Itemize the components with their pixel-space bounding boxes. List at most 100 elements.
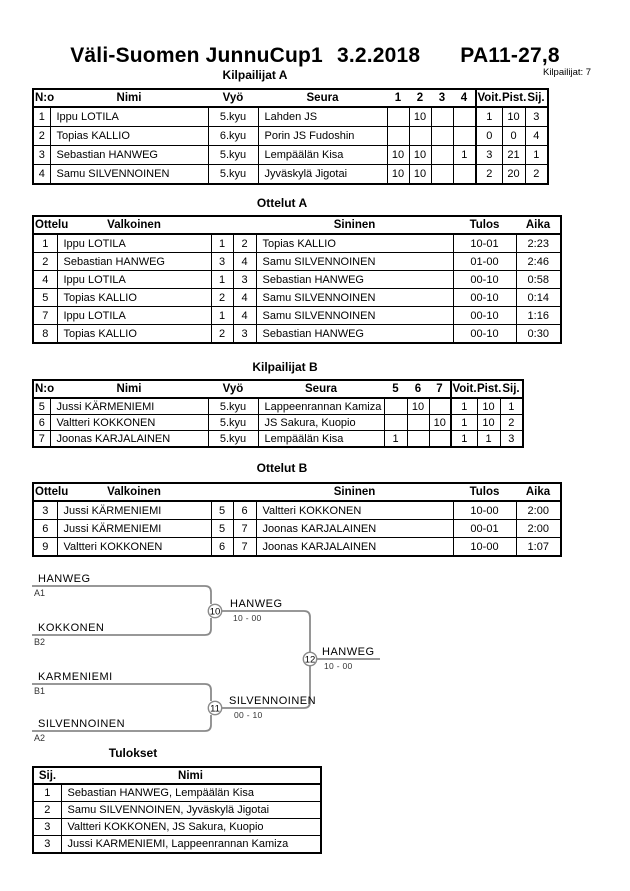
cell-r5 [383, 397, 408, 415]
cell-belt: 5.kyu [207, 106, 259, 127]
cell-match: 6 [32, 519, 58, 538]
col-header-name: Nimi [50, 88, 208, 108]
matches-b-table: Ottelu Valkoinen Sininen Tulos Aika 3 Ju… [32, 482, 562, 557]
cell-r4: 1 [452, 145, 477, 165]
cell-white: Ippu LOTILA [56, 233, 212, 253]
cell-result: 00-10 [452, 324, 517, 344]
cell-wins: 1 [475, 106, 503, 127]
cell-name: Valtteri KOKKONEN [49, 414, 209, 431]
cell-match: 1 [32, 233, 58, 253]
cell-r4 [452, 164, 477, 185]
cell-bn: 4 [232, 288, 257, 307]
cell-r2 [408, 126, 432, 146]
match-number: 12 [305, 655, 316, 666]
cell-r1: 10 [386, 145, 410, 165]
cell-white: Topias KALLIO [56, 324, 212, 344]
cell-no: 3 [32, 145, 51, 165]
cell-r3 [430, 106, 454, 127]
cell-place: 1 [524, 145, 549, 165]
cell-place: 1 [499, 397, 524, 415]
cell-match: 8 [32, 324, 58, 344]
bracket-line-sf2-bottom [32, 715, 212, 732]
bracket-winner: HANWEG [230, 598, 283, 610]
cell-points: 20 [501, 164, 526, 185]
col-header-bn [233, 482, 256, 502]
results-table: Sij. Nimi 1 Sebastian HANWEG, Lempäälän … [32, 766, 322, 854]
match-number-circle [207, 603, 223, 619]
cell-points: 10 [501, 106, 526, 127]
col-header-no: N:o [33, 379, 54, 399]
cell-result: 00-10 [452, 306, 517, 325]
cell-r7 [428, 430, 452, 448]
col-header-5: 5 [384, 379, 407, 399]
cell-club: Lempäälän Kisa [257, 145, 388, 165]
cell-time: 1:07 [515, 537, 562, 557]
cell-club: Porin JS Fudoshin [257, 126, 388, 146]
cell-wins: 1 [450, 414, 478, 431]
col-header-club: Seura [258, 379, 384, 399]
bracket-score: 00 - 10 [234, 710, 263, 720]
cell-belt: 5.kyu [207, 414, 259, 431]
cell-club: Lempäälän Kisa [257, 430, 385, 448]
cell-r4 [452, 106, 477, 127]
cell-place: 1 [32, 783, 62, 802]
cell-blue: Sebastian HANWEG [255, 324, 454, 344]
cell-white: Ippu LOTILA [56, 270, 212, 289]
bracket-score: 10 - 00 [233, 613, 262, 623]
col-header-result: Tulos [453, 482, 516, 502]
cell-wn: 6 [210, 537, 234, 557]
table-header-row: N:o Nimi Vyö Seura 5 6 7 Voit. Pist. Sij… [33, 379, 523, 399]
cell-white: Topias KALLIO [56, 288, 212, 307]
cell-name: Jussi KARMENIEMI, Lappeenrannan Kamiza [60, 835, 322, 854]
cell-r1 [386, 126, 410, 146]
col-header-white: Valkoinen [57, 482, 211, 502]
cell-no: 1 [32, 106, 51, 127]
table-row: 2 Sebastian HANWEG 3 4 Samu SILVENNOINEN… [32, 252, 562, 271]
col-header-7: 7 [429, 379, 451, 399]
cell-r2: 10 [408, 106, 432, 127]
col-header-blue: Sininen [256, 215, 453, 235]
col-header-place: Sij. [500, 379, 523, 399]
table-row: 3 Jussi KARMENIEMI, Lappeenrannan Kamiza [32, 835, 322, 854]
cell-name: Joonas KARJALAINEN [49, 430, 209, 448]
col-header-wins: Voit. [475, 88, 502, 108]
cell-blue: Joonas KARJALAINEN [255, 519, 454, 538]
table-header-row: Sij. Nimi [33, 766, 321, 785]
cell-time: 1:16 [515, 306, 562, 325]
cell-bn: 6 [232, 500, 257, 520]
pool-b-table: N:o Nimi Vyö Seura 5 6 7 Voit. Pist. Sij… [32, 379, 524, 448]
cell-name: Sebastian HANWEG, Lempäälän Kisa [60, 783, 322, 802]
bracket-line-sf1-bottom [32, 618, 212, 636]
cell-time: 2:46 [515, 252, 562, 271]
cell-place: 3 [32, 818, 62, 836]
cell-bn: 7 [232, 537, 257, 557]
cell-points: 10 [476, 414, 501, 431]
table-row: 8 Topias KALLIO 2 3 Sebastian HANWEG 00-… [32, 324, 562, 344]
cell-place: 3 [499, 430, 524, 448]
table-row: 3 Valtteri KOKKONEN, JS Sakura, Kuopio [32, 818, 322, 836]
cell-belt: 6.kyu [207, 126, 259, 146]
cell-no: 6 [32, 414, 51, 431]
cell-bn: 4 [232, 306, 257, 325]
bracket-score: 10 - 00 [324, 661, 353, 671]
col-header-no: N:o [33, 88, 54, 108]
cell-r6: 10 [406, 397, 430, 415]
cell-blue: Joonas KARJALAINEN [255, 537, 454, 557]
cell-bn: 2 [232, 233, 257, 253]
cell-wins: 0 [475, 126, 503, 146]
cell-blue: Topias KALLIO [255, 233, 454, 253]
col-header-match: Ottelu [33, 215, 68, 235]
cell-blue: Samu SILVENNOINEN [255, 306, 454, 325]
table-row: 2 Samu SILVENNOINEN, Jyväskylä Jigotai [32, 801, 322, 819]
event-date: 3.2.2018 [336, 44, 421, 67]
cell-name: Sebastian HANWEG [49, 145, 209, 165]
cell-result: 10-01 [452, 233, 517, 253]
cell-wn: 1 [210, 233, 234, 253]
cell-club: Lappeenrannan Kamiza [257, 397, 385, 415]
pool-b-heading: Kilpailijat B [252, 360, 318, 374]
bracket-line-sf1-top [32, 585, 212, 604]
col-header-wins: Voit. [450, 379, 477, 399]
col-header-name: Nimi [61, 766, 321, 785]
cell-result: 00-01 [452, 519, 517, 538]
